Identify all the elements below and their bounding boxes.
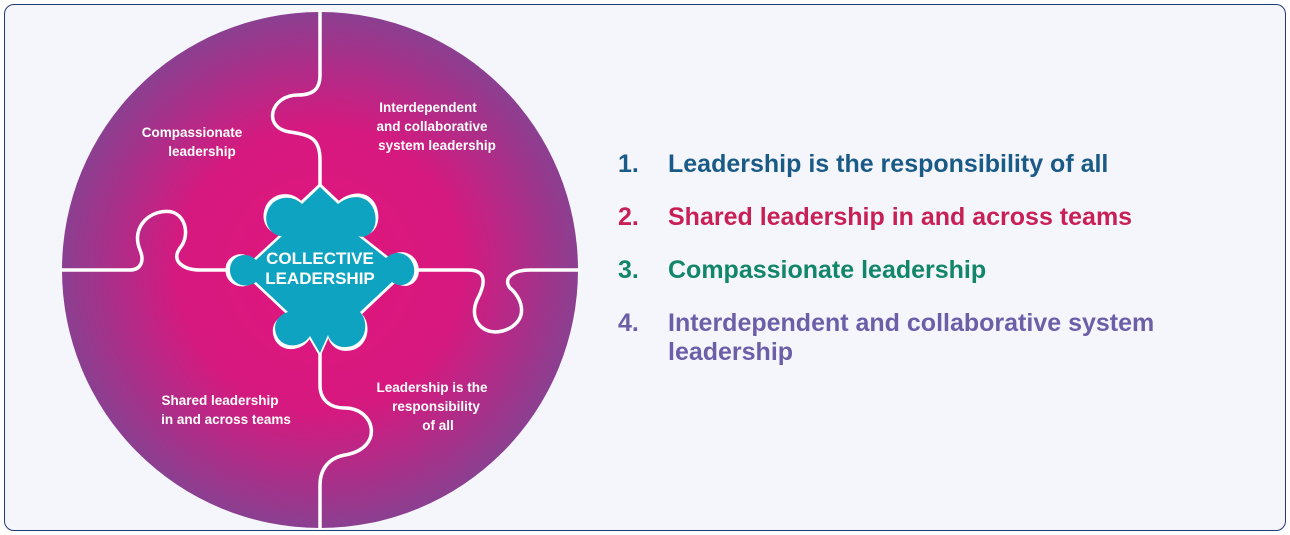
piece-label-responsibility-3: of all [422, 418, 454, 433]
piece-label-compassionate-2: leadership [168, 144, 236, 159]
principle-number: 3. [618, 256, 639, 284]
center-label-line2: LEADERSHIP [265, 269, 375, 288]
principle-item-3: 3. Compassionate leadership [618, 256, 1238, 285]
center-puzzle-piece [230, 187, 415, 353]
piece-label-shared-1: Shared leadership [161, 393, 278, 408]
principle-item-4: 4. Interdependent and collaborative syst… [618, 309, 1238, 367]
principle-text: Interdependent and collaborative system … [668, 309, 1155, 366]
piece-label-responsibility-2: responsibility [392, 399, 480, 414]
piece-label-shared-2: in and across teams [161, 412, 291, 427]
principle-number: 2. [618, 203, 639, 231]
principle-item-2: 2. Shared leadership in and across teams [618, 203, 1238, 232]
principle-text: Compassionate leadership [668, 256, 987, 284]
principle-item-1: 1. Leadership is the responsibility of a… [618, 150, 1238, 179]
piece-label-compassionate-1: Compassionate [142, 125, 243, 140]
principles-list: 1. Leadership is the responsibility of a… [618, 150, 1238, 391]
puzzle-seams [60, 10, 580, 530]
piece-label-interdependent-1: Interdependent [379, 100, 477, 115]
center-label-line1: COLLECTIVE [266, 249, 374, 268]
piece-label-interdependent-2: and collaborative [376, 119, 488, 134]
collective-leadership-puzzle-diagram: COLLECTIVE LEADERSHIP Compassionate lead… [60, 10, 580, 530]
principle-number: 4. [618, 309, 639, 337]
principle-number: 1. [618, 150, 639, 178]
piece-label-interdependent-3: system leadership [378, 138, 496, 153]
piece-label-responsibility-1: Leadership is the [376, 380, 488, 395]
principle-text: Shared leadership in and across teams [668, 203, 1133, 231]
principle-text: Leadership is the responsibility of all [668, 150, 1109, 178]
